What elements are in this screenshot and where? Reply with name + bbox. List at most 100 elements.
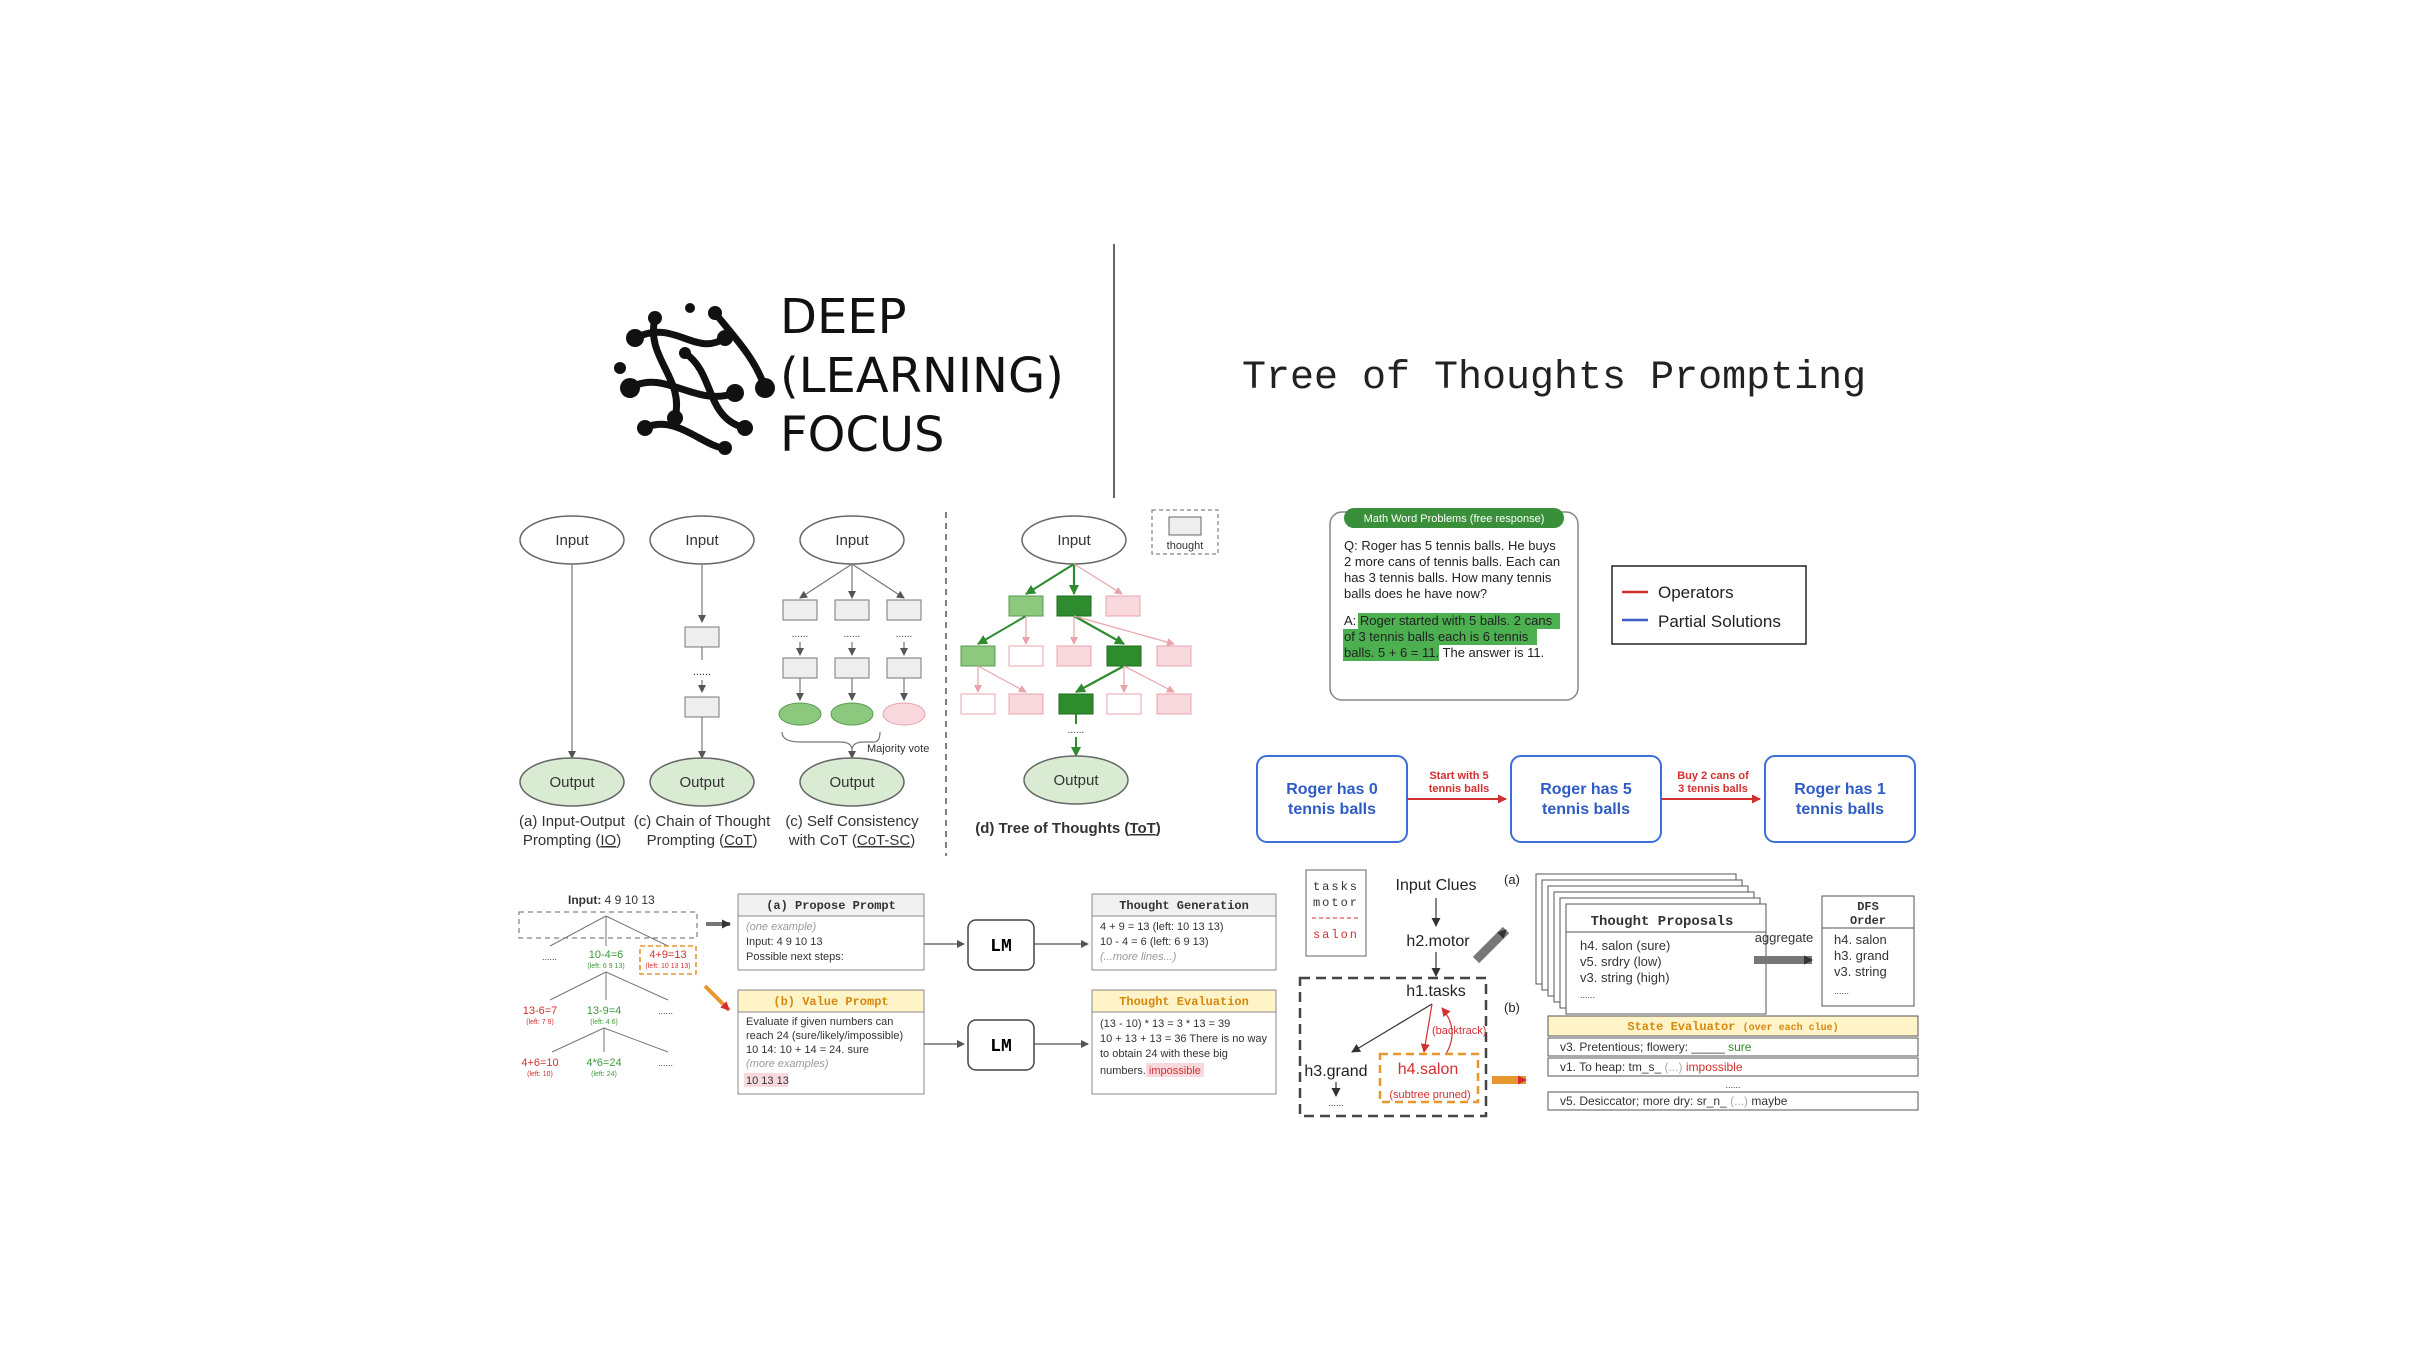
state-3-line1: Roger has 1 bbox=[1794, 781, 1886, 798]
brand-line-1: DEEP bbox=[780, 289, 907, 345]
grid-row-3: salon bbox=[1313, 928, 1359, 942]
propose-line-2: Input: 4 9 10 13 bbox=[746, 936, 822, 948]
dfs-item-4: ...... bbox=[1834, 986, 1849, 996]
gen-line-1: 4 + 9 = 13 (left: 10 13 13) bbox=[1100, 921, 1224, 933]
g24-dots-2: ...... bbox=[658, 1006, 673, 1016]
eval-row-2: v1. To heap: tm_s_ (...) impossible bbox=[1560, 1060, 1743, 1074]
g24-node-4: 13-9=4 bbox=[587, 1005, 622, 1017]
legend-operators: Operators bbox=[1658, 583, 1734, 602]
h1-node: h1.tasks bbox=[1406, 983, 1466, 1000]
cot-caption-line1: (c) Chain of Thought bbox=[634, 813, 771, 830]
g24-node-6-sub: (left: 24) bbox=[591, 1071, 617, 1078]
crossword-grid: tasks motor salon bbox=[1305, 869, 1367, 957]
g24-dots-3: ...... bbox=[658, 1058, 673, 1068]
proposals-title: Thought Proposals bbox=[1591, 914, 1734, 930]
arrow-to-value bbox=[703, 984, 731, 1012]
dfs-item-3: v3. string bbox=[1834, 964, 1887, 979]
dfs-order-box: DFS Order h4. salon h3. grand v3. string… bbox=[1821, 895, 1915, 1007]
dfs-title-1: DFS bbox=[1857, 900, 1879, 914]
math-q-line1: Q: Roger has 5 tennis balls. He buys bbox=[1344, 538, 1556, 553]
lm-label-1: LM bbox=[990, 937, 1012, 957]
sc-caption-line1: (c) Self Consistency bbox=[785, 813, 919, 830]
pruned-label: (subtree pruned) bbox=[1389, 1089, 1470, 1101]
backtrack-label: (backtrack) bbox=[1432, 1025, 1486, 1037]
value-line-4: (more examples) bbox=[746, 1058, 829, 1070]
state-3-line2: tennis balls bbox=[1796, 801, 1884, 818]
g24-dots-1: ...... bbox=[542, 952, 557, 962]
lm-box-2: LM bbox=[967, 1019, 1035, 1071]
state-chain: Roger has 0 tennis balls Start with 5 te… bbox=[1256, 755, 1916, 843]
value-prompt-box: (b) Value Prompt Evaluate if given numbe… bbox=[737, 989, 925, 1095]
state-1-line1: Roger has 0 bbox=[1286, 781, 1378, 798]
brand-line-3: FOCUS bbox=[780, 407, 945, 463]
h3-node: h3.grand bbox=[1304, 1063, 1367, 1080]
value-line-5: 10 13 13 bbox=[746, 1075, 789, 1087]
math-a-line2: of 3 tennis balls each is 6 tennis bbox=[1344, 629, 1529, 644]
g24-node-3: 13-6=7 bbox=[523, 1005, 558, 1017]
cot-caption-line2: Prompting (CoT) bbox=[647, 832, 758, 849]
schematic-cot: Input ...... Output (c) Chain of Thought… bbox=[634, 515, 771, 849]
gen-title: Thought Generation bbox=[1119, 899, 1249, 913]
sc-caption-line2: with CoT (CoT-SC) bbox=[788, 832, 915, 849]
thought-evaluation-box: Thought Evaluation (13 - 10) * 13 = 3 * … bbox=[1091, 989, 1277, 1095]
math-problem-card: Math Word Problems (free response) Q: Ro… bbox=[1329, 508, 1579, 701]
grid-row-2: motor bbox=[1313, 896, 1359, 910]
sc-output-label: Output bbox=[829, 774, 875, 791]
state-evaluator: State Evaluator (over each clue) v3. Pre… bbox=[1547, 1015, 1919, 1111]
math-problem-tag: Math Word Problems (free response) bbox=[1364, 513, 1545, 525]
eval-row-1: v3. Pretentious; flowery: _____ sure bbox=[1560, 1040, 1752, 1054]
g24-node-6: 4*6=24 bbox=[586, 1057, 621, 1069]
proposal-4: ...... bbox=[1580, 990, 1595, 1000]
sc-input-label: Input bbox=[835, 532, 869, 549]
brand-logo-icon bbox=[614, 303, 775, 455]
value-line-1: Evaluate if given numbers can bbox=[746, 1016, 893, 1028]
page-title: Tree of Thoughts Prompting bbox=[1242, 356, 1866, 401]
operator-legend: Operators Partial Solutions bbox=[1611, 565, 1807, 645]
math-a-line3: balls. 5 + 6 = 11. The answer is 11. bbox=[1344, 645, 1544, 660]
arrow-to-proposals bbox=[1472, 926, 1510, 964]
state-2-line2: tennis balls bbox=[1542, 801, 1630, 818]
math-q-line4: balls does he have now? bbox=[1344, 586, 1487, 601]
game24-tree: Input: 4 9 10 13 ...... 10-4=6 (left: 6 … bbox=[518, 893, 698, 1078]
state-eval-title: State Evaluator (over each clue) bbox=[1627, 1020, 1838, 1034]
thought-proposals-stack: Thought Proposals h4. salon (sure) v5. s… bbox=[1535, 873, 1767, 1015]
sc-dots-1: ...... bbox=[792, 629, 809, 640]
thought-generation-box: Thought Generation 4 + 9 = 13 (left: 10 … bbox=[1091, 893, 1277, 971]
h3-dots: ...... bbox=[1328, 1098, 1343, 1108]
g24-node-4-sub: (left: 4 6) bbox=[590, 1019, 618, 1026]
g24-node-3-sub: (left: 7 9) bbox=[526, 1019, 554, 1026]
h4-node: h4.salon bbox=[1398, 1061, 1459, 1078]
grid-row-1: tasks bbox=[1313, 880, 1359, 894]
g24-node-2: 4+9=13 bbox=[649, 949, 686, 961]
eval-line-1: (13 - 10) * 13 = 3 * 13 = 39 bbox=[1100, 1018, 1230, 1030]
io-output-label: Output bbox=[549, 774, 595, 791]
eval-row-3: v5. Desiccator; more dry: sr_n_ (...) ma… bbox=[1560, 1094, 1788, 1108]
eval-title: Thought Evaluation bbox=[1119, 995, 1249, 1009]
value-line-3: 10 14: 10 + 14 = 24. sure bbox=[746, 1044, 869, 1056]
proposal-2: v5. srdry (low) bbox=[1580, 954, 1662, 969]
label-a: (a) bbox=[1504, 872, 1520, 887]
majority-vote-label: Majority vote bbox=[867, 743, 929, 755]
io-input-label: Input bbox=[555, 532, 589, 549]
propose-prompt-box: (a) Propose Prompt (one example) Input: … bbox=[737, 893, 925, 971]
dfs-title-2: Order bbox=[1850, 914, 1886, 928]
propose-line-3: Possible next steps: bbox=[746, 951, 844, 963]
io-caption-line2: Prompting (IO) bbox=[523, 832, 621, 849]
cot-dots: ...... bbox=[693, 666, 711, 678]
h2-node: h2.motor bbox=[1406, 933, 1470, 950]
aggregate-label: aggregate bbox=[1755, 930, 1814, 945]
math-q-line3: has 3 tennis balls. How many tennis bbox=[1344, 570, 1552, 585]
op-2-line1: Buy 2 cans of bbox=[1677, 770, 1749, 782]
op-1-line1: Start with 5 bbox=[1429, 770, 1488, 782]
aggregate-step: aggregate bbox=[1754, 930, 1814, 965]
sc-dots-2: ...... bbox=[844, 629, 861, 640]
eval-line-2: 10 + 13 + 13 = 36 There is no way bbox=[1100, 1033, 1268, 1045]
cot-input-label: Input bbox=[685, 532, 719, 549]
lm-label-2: LM bbox=[990, 1037, 1012, 1057]
value-line-2: reach 24 (sure/likely/impossible) bbox=[746, 1030, 903, 1042]
crossword-search: Input Clues h2.motor h1.tasks (backtrack… bbox=[1298, 872, 1520, 1118]
label-b: (b) bbox=[1504, 1000, 1520, 1015]
input-clues-label: Input Clues bbox=[1396, 877, 1477, 894]
math-q-line2: 2 more cans of tennis balls. Each can bbox=[1344, 554, 1560, 569]
